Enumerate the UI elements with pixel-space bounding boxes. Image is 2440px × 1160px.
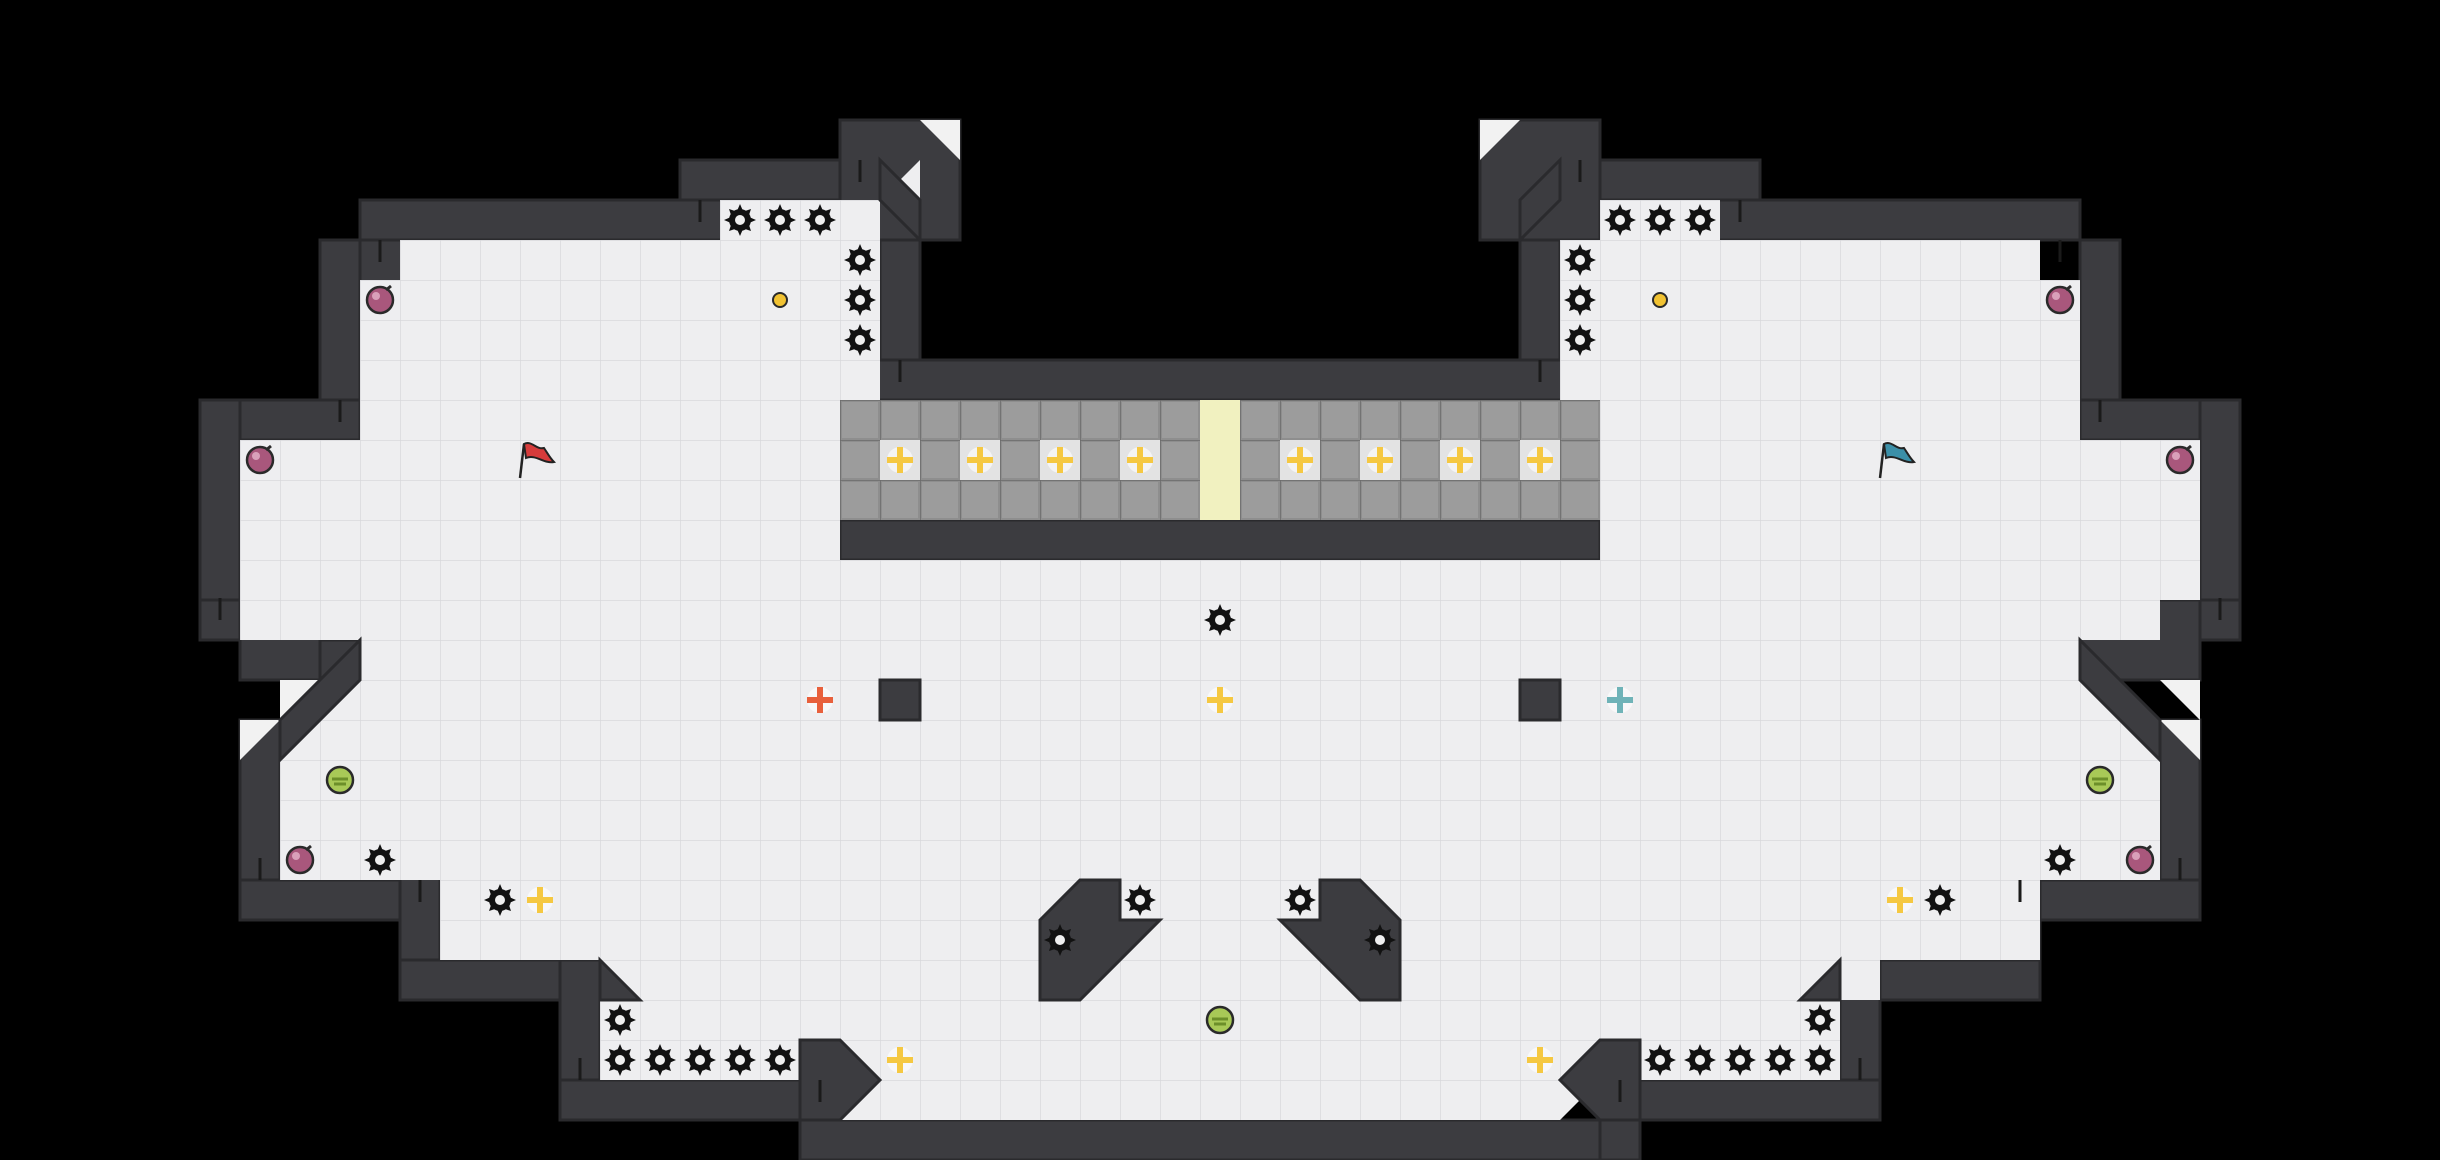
token-icon [1652, 292, 1668, 308]
boost-icon [1527, 447, 1553, 473]
boost-icon [527, 887, 553, 913]
wall-notches [218, 160, 2222, 1102]
boost-icon [1887, 887, 1913, 913]
flag-icon [518, 442, 557, 479]
boost-icon [887, 447, 913, 473]
flag-icon [1878, 442, 1917, 479]
boost-icon [1047, 447, 1073, 473]
powerup-icon [325, 765, 355, 795]
floor [240, 200, 2200, 1120]
bomb-icon [245, 444, 275, 475]
bomb-icon [2165, 444, 2195, 475]
powerup-icon [1205, 1005, 1235, 1035]
boost-icon [1527, 1047, 1553, 1073]
red-boost-icon [807, 687, 833, 713]
boost-icon [967, 447, 993, 473]
gate-center-strip [1200, 400, 1240, 520]
boost-icon [1287, 447, 1313, 473]
blue-flag [1878, 442, 1917, 479]
center-gate [840, 400, 1600, 520]
boost-icon [1447, 447, 1473, 473]
token-icon [772, 292, 788, 308]
boost-icon [1207, 687, 1233, 713]
inner-slope-walls [278, 156, 2162, 1122]
blue-boost-icon [1607, 687, 1633, 713]
bomb-icon [2045, 284, 2075, 315]
boost-icon [1127, 447, 1153, 473]
bomb-icon [365, 284, 395, 315]
red-flag [518, 442, 557, 479]
boost-icon [1367, 447, 1393, 473]
boost-icon [887, 1047, 913, 1073]
bomb-icon [285, 844, 315, 875]
bomb-icon [2125, 844, 2155, 875]
powerup-icon [2085, 765, 2115, 795]
